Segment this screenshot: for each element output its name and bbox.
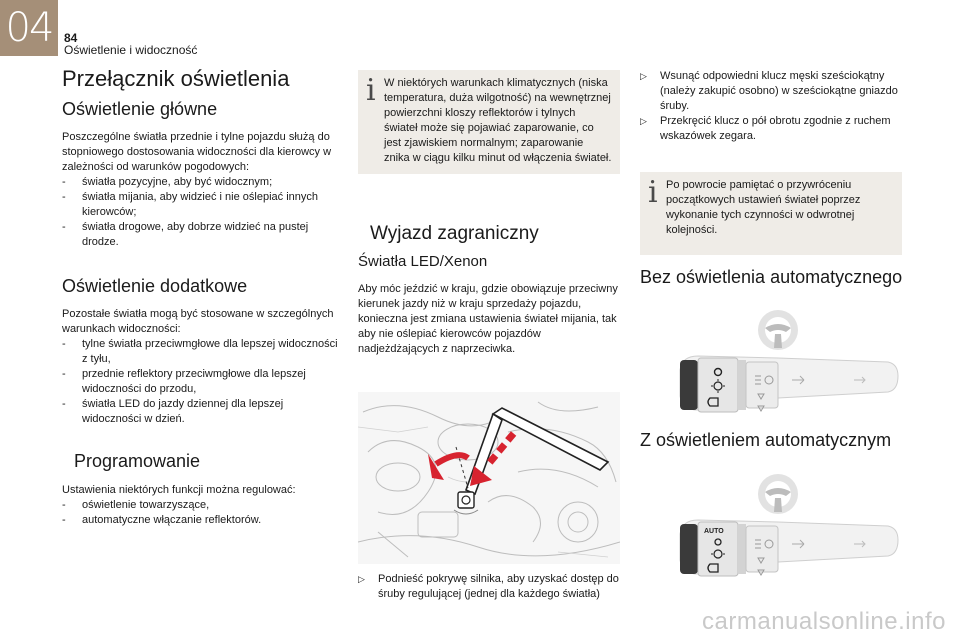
list-item: Przekręcić klucz o pół obrotu zgodnie z … — [640, 114, 902, 144]
steering-wheel-icon — [758, 474, 798, 514]
list-item: światła drogowe, aby dobrze widzieć na p… — [62, 220, 344, 250]
heading-no-auto-lighting: Bez oświetlenia automatycznego — [640, 267, 903, 287]
list-item: tylne światła przeciwmgłowe dla lepszej … — [62, 337, 344, 367]
steering-wheel-icon — [758, 310, 798, 350]
heading-abroad: Wyjazd zagraniczny — [370, 223, 539, 244]
heading-extra-lighting: Oświetlenie dodatkowe — [62, 276, 248, 296]
info-icon: i — [366, 73, 376, 108]
programming-text: Ustawienia niektórych funkcji można regu… — [62, 484, 296, 496]
programming-list: oświetlenie towarzyszące, automatyczne w… — [62, 498, 344, 528]
info-icon: i — [648, 175, 658, 210]
list-item: Podnieść pokrywę silnika, aby uzyskać do… — [358, 572, 620, 602]
auto-label: AUTO — [704, 528, 724, 535]
list-item: światła LED do jazdy dziennej dla lepsze… — [62, 397, 344, 427]
list-item: Wsunąć odpowiedni klucz męski sześciokąt… — [640, 69, 902, 114]
lighting-stalk-auto-illustration: AUTO — [679, 474, 899, 577]
section-name: Oświetlenie i widoczność — [64, 43, 198, 57]
subheading-led-xenon: Światła LED/Xenon — [358, 253, 488, 270]
main-lighting-list: światła pozycyjne, aby być widocznym; św… — [62, 175, 344, 250]
list-item: automatyczne włączanie reflektorów. — [62, 513, 344, 528]
list-item: oświetlenie towarzyszące, — [62, 498, 344, 513]
page-title: Przełącznik oświetlenia — [62, 66, 290, 91]
info-box-condensation: i W niektórych warunkach klimatycznych (… — [358, 70, 620, 174]
engine-illustration — [358, 392, 620, 564]
heading-auto-lighting: Z oświetleniem automatycznym — [640, 430, 892, 450]
info-text: W niektórych warunkach klimatycznych (ni… — [384, 77, 612, 164]
chapter-tab: 04 — [0, 0, 58, 56]
extra-lighting-list: tylne światła przeciwmgłowe dla lepszej … — [62, 337, 344, 427]
step-list-bonnet: Podnieść pokrywę silnika, aby uzyskać do… — [358, 572, 620, 602]
list-item: przednie reflektory przeciwmgłowe dla le… — [62, 367, 344, 397]
heading-main-lighting: Oświetlenie główne — [62, 99, 218, 119]
list-item: światła pozycyjne, aby być widocznym; — [62, 175, 344, 190]
info-box-return: i Po powrocie pamiętać o przywróceniu po… — [640, 172, 902, 255]
page-number: 84 — [64, 31, 78, 45]
lighting-stalk-manual-illustration — [679, 310, 899, 413]
heading-programming: Programowanie — [74, 451, 201, 471]
list-item: światła mijania, aby widzieć i nie oślep… — [62, 190, 344, 220]
step-list-key: Wsunąć odpowiedni klucz męski sześciokąt… — [640, 69, 902, 144]
watermark: carmanualsonline.info — [702, 608, 946, 635]
main-lighting-text: Poszczególne światła przednie i tylne po… — [62, 131, 332, 173]
abroad-text: Aby móc jeździć w kraju, gdzie obowiązuj… — [358, 283, 618, 355]
info-text: Po powrocie pamiętać o przywróceniu pocz… — [666, 179, 861, 236]
extra-lighting-text: Pozostałe światła mogą być stosowane w s… — [62, 308, 334, 335]
